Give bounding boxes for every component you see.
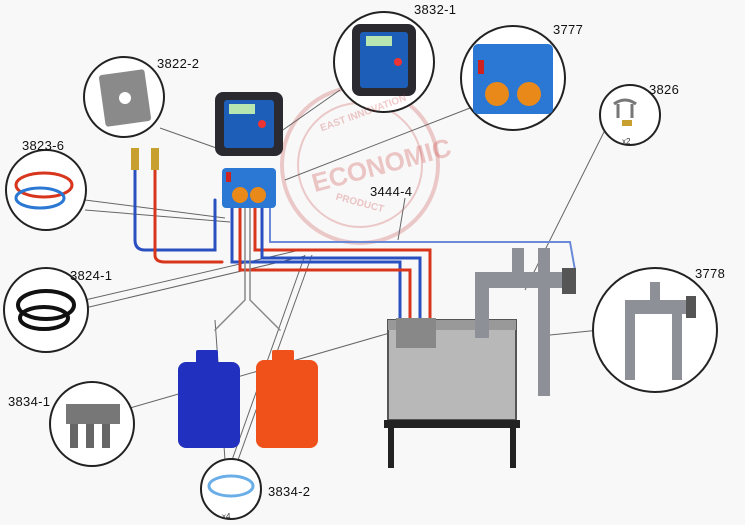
qty-3826: x2 xyxy=(622,137,631,146)
callout-3826 xyxy=(599,84,661,146)
label-3824-1: 3824-1 xyxy=(70,268,113,283)
label-3832-1: 3832-1 xyxy=(414,2,457,17)
leader-3822-2 xyxy=(159,127,223,151)
pipe-manifold xyxy=(475,248,576,396)
leader-3834-2 xyxy=(231,254,306,461)
blue-canister xyxy=(178,350,240,448)
label-3823-6: 3823-6 xyxy=(22,138,65,153)
inlet-fittings xyxy=(131,148,159,170)
leader-3777 xyxy=(284,107,471,181)
label-3834-2: 3834-2 xyxy=(268,484,311,499)
label-3826: 3826 xyxy=(649,82,680,97)
callout-3834-1 xyxy=(49,381,135,467)
label-3834-1: 3834-1 xyxy=(8,394,51,409)
washer-tank xyxy=(384,318,520,468)
hoses xyxy=(133,168,576,331)
callout-3834-2 xyxy=(200,458,262,520)
leader-3826 xyxy=(524,119,611,291)
leader-3778 xyxy=(549,329,601,336)
label-3822-2: 3822-2 xyxy=(157,56,200,71)
callout-3824-1 xyxy=(3,267,89,353)
leader-3444-4 xyxy=(397,197,406,241)
label-3778: 3778 xyxy=(695,266,726,281)
label-3777: 3777 xyxy=(553,22,584,37)
callout-3778 xyxy=(592,267,718,393)
callout-3777 xyxy=(460,25,566,131)
qty-3834-2: x4 xyxy=(222,512,231,521)
leader-lines xyxy=(84,89,611,461)
callout-3823-6 xyxy=(5,149,87,231)
controller-unit xyxy=(215,92,283,156)
pump-unit xyxy=(222,168,276,208)
callout-3822-2 xyxy=(83,56,165,138)
callout-3832-1 xyxy=(333,11,435,113)
leader-3832-1 xyxy=(279,89,341,133)
label-3444-4: 3444-4 xyxy=(370,184,413,199)
red-canister xyxy=(256,350,318,448)
